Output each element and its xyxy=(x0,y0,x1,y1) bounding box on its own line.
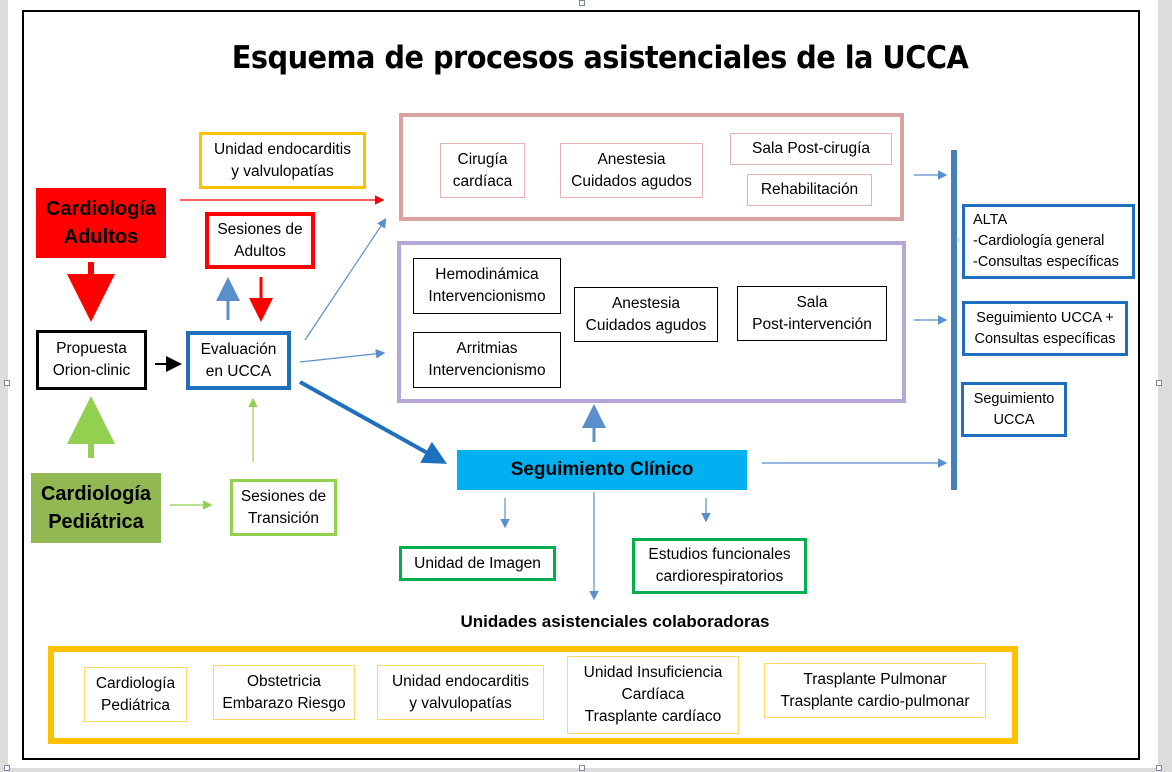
selection-handle[interactable] xyxy=(1156,765,1162,771)
estudios-funcionales-label: Estudios funcionales cardiorespiratorios xyxy=(648,546,791,585)
cardiologia-pediatrica-box[interactable]: Cardiología Pediátrica xyxy=(31,473,161,543)
rehabilitacion-box[interactable]: Rehabilitación xyxy=(747,174,872,206)
arritmias-label: Arritmias Intervencionismo xyxy=(428,340,546,379)
unidad-endocarditis-top-box[interactable]: Unidad endocarditis y valvulopatías xyxy=(199,132,366,189)
collab-trasplante-pulmonar[interactable]: Trasplante Pulmonar Trasplante cardio-pu… xyxy=(764,663,986,718)
unidad-imagen-label: Unidad de Imagen xyxy=(414,554,541,572)
arrow-evaluacion-seguimiento xyxy=(299,380,447,464)
propuesta-orion-clinic-label: Propuesta Orion-clinic xyxy=(52,340,131,379)
collab-trasplante-pulmonar-label: Trasplante Pulmonar Trasplante cardio-pu… xyxy=(780,670,970,710)
sala-post-cirugia-label: Sala Post-cirugía xyxy=(751,140,871,157)
collab-endocarditis[interactable]: Unidad endocarditis y valvulopatías xyxy=(377,665,544,720)
arrow-evaluacion-cirugia xyxy=(304,218,387,341)
hemodinamica-label: Hemodinámica Intervencionismo xyxy=(428,266,546,305)
estudios-funcionales-box[interactable]: Estudios funcionales cardiorespiratorios xyxy=(632,538,807,594)
sesiones-adultos-label: Sesiones de Adultos xyxy=(217,220,303,260)
seguimiento-ucca-label: Seguimiento UCCA xyxy=(973,390,1055,428)
propuesta-orion-clinic-box[interactable]: Propuesta Orion-clinic xyxy=(36,330,147,390)
collab-obstetricia-label: Obstetricia Embarazo Riesgo xyxy=(222,672,346,712)
arritmias-box[interactable]: Arritmias Intervencionismo xyxy=(413,332,561,388)
unidad-imagen-box[interactable]: Unidad de Imagen xyxy=(399,546,556,581)
sala-post-intervencion-box[interactable]: Sala Post-intervención xyxy=(737,286,887,341)
anestesia-cirugia-label: Anestesia Cuidados agudos xyxy=(571,150,692,190)
collaborating-units-title: Unidades asistenciales colaboradoras xyxy=(460,612,770,631)
cardiologia-pediatrica-label: Cardiología Pediátrica xyxy=(40,483,151,533)
collab-cardiologia-pediatrica-label: Cardiología Pediátrica xyxy=(95,674,176,714)
anestesia-cirugia-box[interactable]: Anestesia Cuidados agudos xyxy=(560,143,703,198)
outcomes-bar xyxy=(951,150,957,490)
alta-label: ALTA -Cardiología general -Consultas esp… xyxy=(973,212,1119,270)
arrow-evaluacion-intervencion xyxy=(299,349,386,363)
seguimiento-clinico-box[interactable]: Seguimiento Clínico xyxy=(457,450,747,490)
seguimiento-clinico-label: Seguimiento Clínico xyxy=(510,459,694,480)
unidad-endocarditis-top-label: Unidad endocarditis y valvulopatías xyxy=(213,140,351,180)
sesiones-transicion-label: Sesiones de Transición xyxy=(240,487,327,527)
cardiologia-adultos-box[interactable]: Cardiología Adultos xyxy=(36,188,166,258)
diagram-title: Esquema de procesos asistenciales de la … xyxy=(231,40,969,76)
collaborating-units-group xyxy=(48,646,1018,744)
evaluacion-ucca-box[interactable]: Evaluación en UCCA xyxy=(186,331,291,390)
cirugia-cardiaca-box[interactable]: Cirugía cardíaca xyxy=(440,143,525,198)
collab-insuficiencia-cardiaca[interactable]: Unidad Insuficiencia Cardíaca Trasplante… xyxy=(567,656,739,734)
collab-endocarditis-label: Unidad endocarditis y valvulopatías xyxy=(391,672,529,712)
cirugia-cardiaca-label: Cirugía cardíaca xyxy=(452,150,513,190)
seguimiento-ucca-box[interactable]: Seguimiento UCCA xyxy=(961,382,1067,437)
surgery-group xyxy=(399,113,904,221)
hemodinamica-box[interactable]: Hemodinámica Intervencionismo xyxy=(413,258,561,314)
cardiologia-adultos-label: Cardiología Adultos xyxy=(45,198,156,248)
collab-cardiologia-pediatrica[interactable]: Cardiología Pediátrica xyxy=(84,667,187,722)
anestesia-intervencion-box[interactable]: Anestesia Cuidados agudos xyxy=(574,287,718,342)
selection-handle[interactable] xyxy=(579,0,585,6)
selection-handle[interactable] xyxy=(4,765,10,771)
selection-handle[interactable] xyxy=(4,380,10,386)
intervention-group xyxy=(397,241,906,403)
alta-box[interactable]: ALTA -Cardiología general -Consultas esp… xyxy=(962,204,1135,279)
selection-handle[interactable] xyxy=(579,765,585,771)
sesiones-adultos-box[interactable]: Sesiones de Adultos xyxy=(205,212,315,269)
collab-insuficiencia-cardiaca-label: Unidad Insuficiencia Cardíaca Trasplante… xyxy=(583,664,723,725)
rehabilitacion-label: Rehabilitación xyxy=(760,181,859,198)
evaluacion-ucca-label: Evaluación en UCCA xyxy=(200,340,277,380)
selection-handle[interactable] xyxy=(1156,380,1162,386)
diagram-frame xyxy=(22,10,1140,760)
sala-post-cirugia-box[interactable]: Sala Post-cirugía xyxy=(730,133,892,165)
seguimiento-consultas-box[interactable]: Seguimiento UCCA + Consultas específicas xyxy=(962,301,1128,356)
collab-obstetricia[interactable]: Obstetricia Embarazo Riesgo xyxy=(213,665,355,720)
seguimiento-consultas-label: Seguimiento UCCA + Consultas específicas xyxy=(974,309,1116,347)
sesiones-transicion-box[interactable]: Sesiones de Transición xyxy=(230,479,337,536)
sala-post-intervencion-label: Sala Post-intervención xyxy=(752,293,872,333)
anestesia-intervencion-label: Anestesia Cuidados agudos xyxy=(585,294,707,334)
